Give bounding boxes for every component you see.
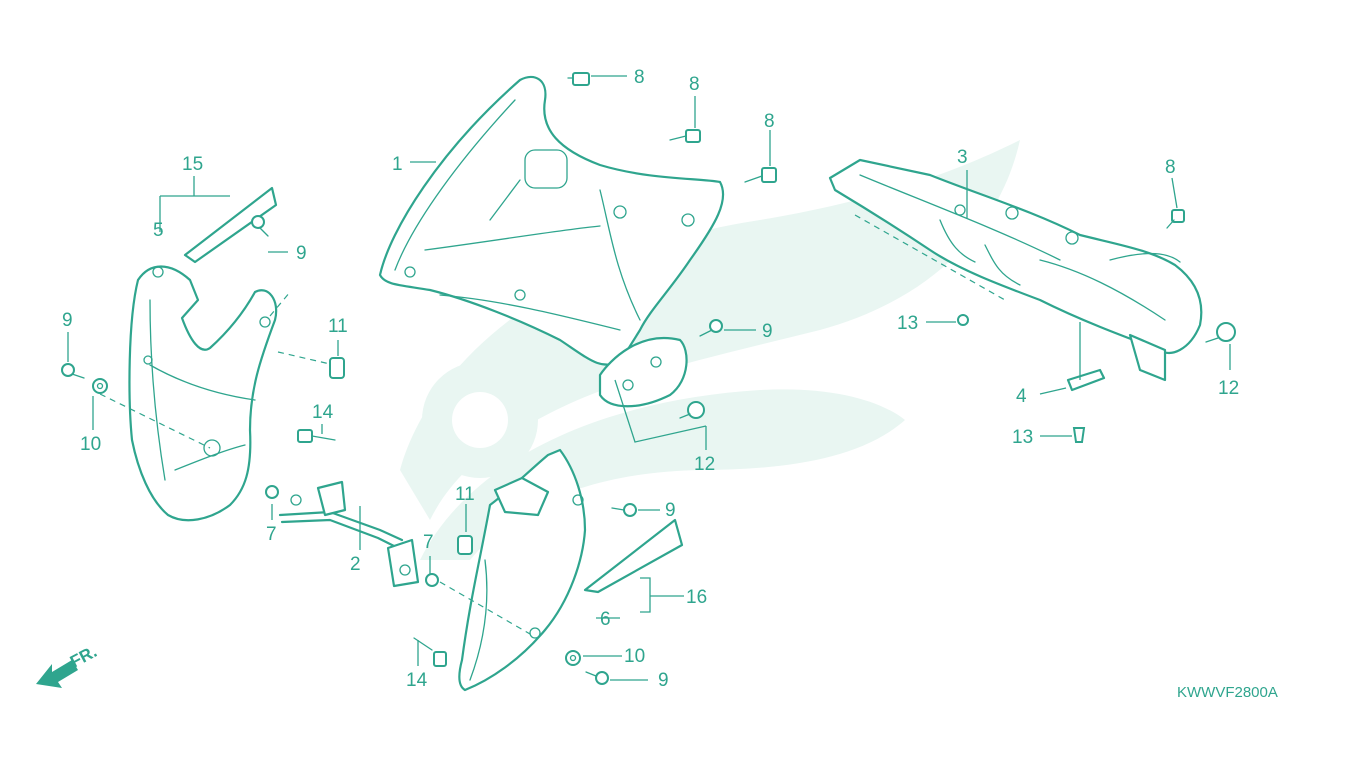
callout-16: 16 (686, 587, 707, 608)
bolt-14a-icon (297, 429, 336, 443)
callout-11b: 11 (455, 484, 475, 505)
callout-14a: 14 (312, 402, 334, 423)
screw-12a-icon (679, 401, 705, 419)
part-4-rubber-pad (1066, 368, 1106, 392)
clip-13b-icon (1072, 427, 1086, 443)
callout-14b: 14 (406, 670, 428, 691)
callout-labels: 1 2 3 4 5 6 7 7 8 8 8 8 9 9 9 9 9 10 10 … (62, 67, 1239, 691)
part-5-left-shield (128, 186, 278, 522)
part-1-inner-cover (378, 75, 725, 408)
callout-1: 1 (392, 154, 403, 175)
callout-4: 4 (1016, 386, 1027, 407)
callout-9c: 9 (762, 321, 773, 342)
bolt-8d-icon (1166, 209, 1185, 229)
callout-12b: 12 (1218, 378, 1239, 399)
screw-9a-icon (251, 215, 269, 237)
callout-15: 15 (182, 154, 203, 175)
part-6-right-shield (458, 448, 684, 692)
callout-9a: 9 (296, 243, 307, 264)
screw-9e-icon (585, 671, 609, 685)
screw-9b-icon (61, 363, 85, 379)
watermark-wing-logo (400, 140, 1020, 560)
callout-10a: 10 (80, 434, 101, 455)
washer-10a-icon (92, 378, 108, 394)
bolt-8a-icon (567, 72, 590, 86)
callout-9e: 9 (658, 670, 669, 691)
callout-13a: 13 (897, 313, 918, 334)
screw-12b-icon (1205, 322, 1236, 343)
bolt-8c-icon (744, 167, 777, 183)
callout-6: 6 (600, 609, 611, 630)
clip-13a-icon (957, 314, 969, 326)
front-direction-arrow-icon: FR. (36, 642, 100, 688)
washer-7b-icon (425, 573, 439, 587)
callout-8a: 8 (634, 67, 645, 88)
part-3-rear-bracket (828, 158, 1203, 382)
part-code: KWWVF2800A (1177, 684, 1278, 701)
callout-8b: 8 (689, 74, 700, 95)
callout-11a: 11 (328, 316, 348, 337)
callout-9b: 9 (62, 310, 73, 331)
callout-10b: 10 (624, 646, 645, 667)
callout-7b: 7 (423, 532, 434, 553)
bolt-14b-icon (413, 637, 447, 667)
callout-13b: 13 (1012, 427, 1033, 448)
fasteners (61, 72, 1236, 685)
callout-8d: 8 (1165, 157, 1176, 178)
bolt-8b-icon (669, 129, 701, 143)
screw-9d-icon (611, 503, 637, 517)
leader-lines (67, 75, 1231, 681)
callout-8c: 8 (764, 111, 775, 132)
clip-11a-icon (329, 357, 345, 379)
washer-7a-icon (265, 485, 279, 499)
callout-7a: 7 (266, 524, 277, 545)
part-2-stay-bracket (278, 480, 420, 588)
callout-5: 5 (153, 220, 164, 241)
callout-9d: 9 (665, 500, 676, 521)
washer-10b-icon (565, 650, 581, 666)
screw-9c-icon (699, 319, 723, 337)
callout-12a: 12 (694, 454, 715, 475)
clip-11b-icon (457, 535, 473, 555)
callout-3: 3 (957, 147, 968, 168)
callout-2: 2 (350, 554, 361, 575)
